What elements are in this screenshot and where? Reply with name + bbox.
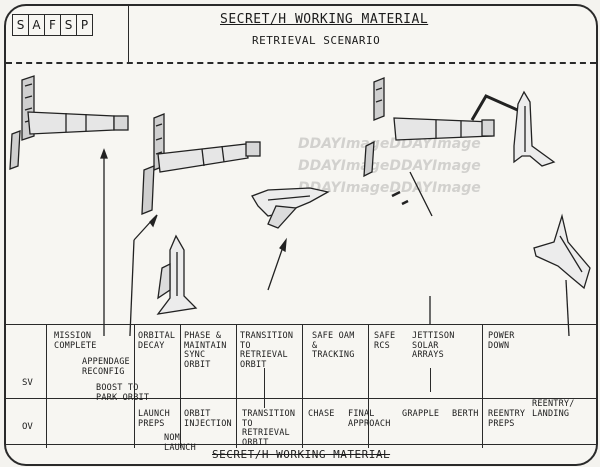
header-band: S A F S P SECRET/H WORKING MATERIAL RETR… — [6, 6, 596, 64]
watermark: DDAYImageDDAYImage — [298, 158, 481, 174]
sv-event-label: BOOST TO PARK ORBIT — [96, 383, 150, 403]
header-divider — [128, 6, 129, 62]
satellite-icon — [363, 77, 523, 178]
ov-event-label: REENTRY PREPS — [488, 409, 526, 429]
safsp-logo: S A F S P — [12, 14, 93, 36]
row-label-ov: OV — [22, 422, 33, 432]
retrieval-illustration — [9, 75, 591, 336]
sv-event-label: REENTRY/ LANDING — [532, 399, 575, 419]
shuttle-icon — [156, 234, 198, 315]
sv-event-label: SAFE RCS — [374, 331, 396, 351]
ov-event-label: BERTH — [452, 409, 479, 419]
logo-letter: F — [45, 15, 61, 35]
ov-event-label: NOM LAUNCH — [164, 433, 196, 453]
timeline-top-rule — [6, 324, 596, 325]
classification-bottom: SECRET/H WORKING MATERIAL — [212, 448, 391, 461]
sv-event-label: JETTISON SOLAR ARRAYS — [412, 331, 455, 360]
logo-letter: P — [80, 18, 89, 32]
satellite-icon — [9, 75, 129, 170]
shuttle-icon — [533, 213, 591, 290]
ov-event-label: CHASE — [308, 409, 335, 419]
ov-event-label: LAUNCH PREPS — [138, 409, 170, 429]
sv-event-label: ORBITAL DECAY — [138, 331, 176, 351]
ov-event-label: ORBIT INJECTION — [184, 409, 232, 429]
sv-event-label: MISSION COMPLETE — [54, 331, 97, 351]
watermark: DDAYImageDDAYImage — [298, 180, 481, 196]
timeline-mid-rule — [6, 398, 596, 399]
logo-letter: S — [61, 15, 77, 35]
classification-top: SECRET/H WORKING MATERIAL — [220, 12, 429, 27]
sv-event-label: POWER DOWN — [488, 331, 515, 351]
page-title: RETRIEVAL SCENARIO — [252, 34, 381, 47]
timeline-bottom-rule — [6, 444, 596, 445]
satellite-icon — [141, 113, 261, 215]
shuttle-icon — [513, 90, 556, 167]
watermark: DDAYImageDDAYImage — [298, 136, 481, 152]
logo-letter: A — [29, 15, 45, 35]
sv-event-label: APPENDAGE RECONFIG — [82, 357, 130, 377]
sv-event-label: SAFE OAM & TRACKING — [312, 331, 355, 360]
logo-letter: S — [13, 15, 29, 35]
shuttle-icon — [251, 187, 330, 229]
sv-event-label: PHASE & MAINTAIN SYNC ORBIT — [184, 331, 227, 370]
ov-event-label: FINAL APPROACH — [348, 409, 391, 429]
ov-event-label: GRAPPLE — [402, 409, 440, 419]
document-sheet: S A F S P SECRET/H WORKING MATERIAL RETR… — [4, 4, 598, 466]
row-label-sv: SV — [22, 378, 33, 388]
sv-event-label: TRANSITION TO RETRIEVAL ORBIT — [240, 331, 294, 370]
ov-event-label: TRANSITION TO RETRIEVAL ORBIT — [242, 409, 296, 448]
